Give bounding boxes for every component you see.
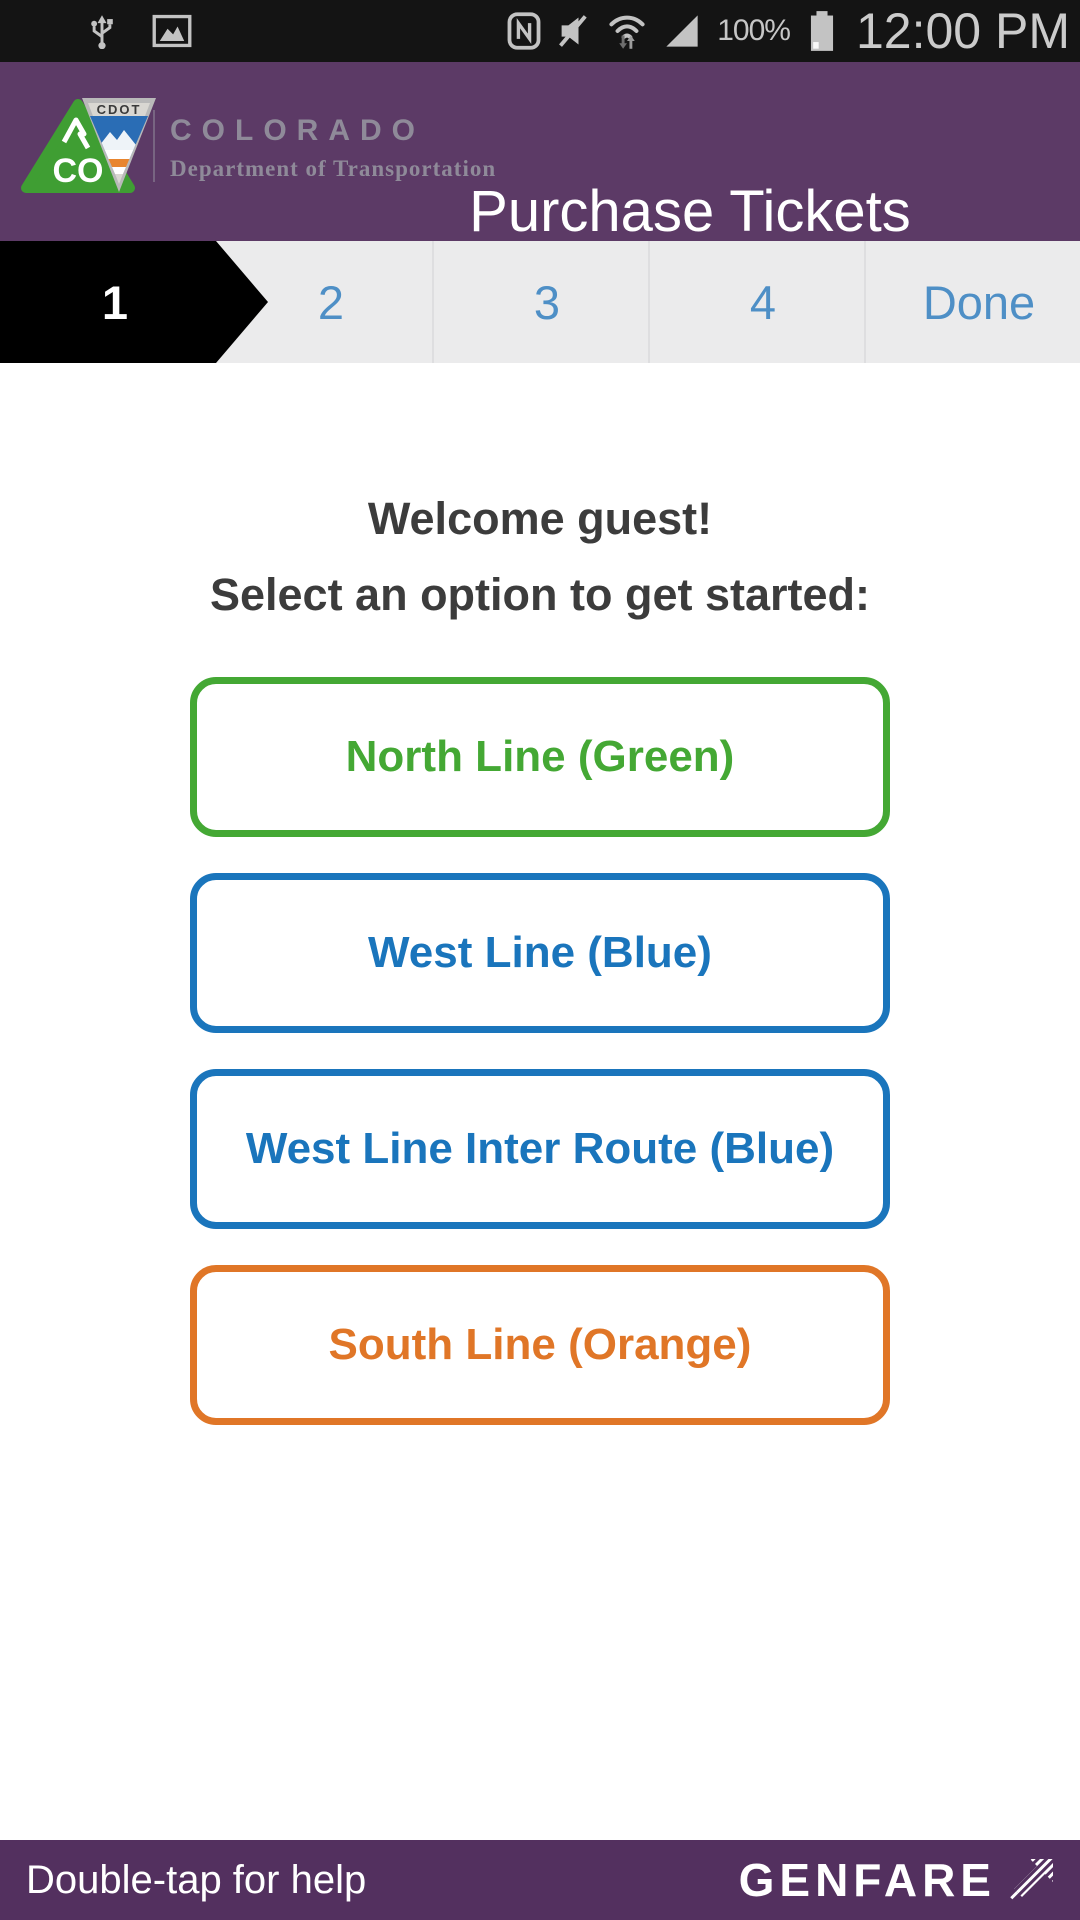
step-done: Done (864, 241, 1080, 363)
status-bar: 100% 12:00 PM (0, 0, 1080, 62)
battery-icon (810, 11, 834, 51)
step-3: 3 (432, 241, 648, 363)
nfc-icon (507, 12, 541, 50)
step-divider (864, 241, 866, 363)
status-right-icons: 100% 12:00 PM (507, 2, 1070, 60)
svg-text:CDOT: CDOT (97, 102, 142, 117)
option-west-line-button[interactable]: West Line (Blue) (190, 873, 890, 1033)
brand-colorado: COLORADO (170, 114, 425, 147)
step-active-arrow (0, 241, 268, 363)
step-done-label: Done (922, 275, 1036, 329)
genfare-wordmark: GENFARE (738, 1854, 996, 1906)
signal-icon (666, 15, 698, 47)
step-1: 1 (0, 241, 216, 363)
step-1-label: 1 (101, 275, 129, 329)
main-content: Welcome guest! Select an option to get s… (0, 493, 1080, 1425)
genfare-logo: GENFARE (739, 1853, 1054, 1907)
status-time: 12:00 PM (855, 3, 1070, 59)
battery-percent: 100% (717, 14, 791, 47)
cdot-logo: CO CDOT (16, 90, 156, 207)
svg-text:CO: CO (53, 152, 104, 190)
option-west-line-inter-route-button[interactable]: West Line Inter Route (Blue) (190, 1069, 890, 1229)
brand-department: Department of Transportation (170, 156, 497, 181)
help-text[interactable]: Double-tap for help (26, 1857, 367, 1902)
footer-bar: Double-tap for help GENFARE (0, 1840, 1080, 1920)
status-left-icons (86, 13, 192, 49)
step-2-label: 2 (317, 275, 345, 329)
step-divider (648, 241, 650, 363)
option-north-line-label: North Line (Green) (345, 732, 735, 781)
option-south-line-button[interactable]: South Line (Orange) (190, 1265, 890, 1425)
step-4-label: 4 (749, 275, 777, 329)
option-west-line-label: West Line (Blue) (368, 928, 712, 977)
usb-icon (91, 15, 113, 49)
instruction-text: Select an option to get started: (209, 569, 871, 620)
welcome-heading: Welcome guest! (367, 493, 713, 544)
image-icon (152, 14, 192, 48)
page-title: Purchase Tickets (469, 179, 911, 244)
step-indicator: 1 2 3 4 Done (0, 241, 1080, 363)
step-3-label: 3 (533, 275, 561, 329)
logo-divider (153, 110, 155, 182)
mute-icon (559, 15, 587, 47)
step-2: 2 (216, 241, 432, 363)
genfare-arrow-icon (1010, 1859, 1053, 1901)
option-north-line-button[interactable]: North Line (Green) (190, 677, 890, 837)
app-header: CO CDOT (0, 62, 1080, 244)
step-4: 4 (648, 241, 864, 363)
step-divider (432, 241, 434, 363)
option-south-line-label: South Line (Orange) (328, 1320, 752, 1369)
option-west-line-inter-route-label: West Line Inter Route (Blue) (245, 1124, 835, 1173)
brand-text: COLORADO Department of Transportation (170, 114, 496, 182)
wifi-icon (609, 15, 645, 49)
